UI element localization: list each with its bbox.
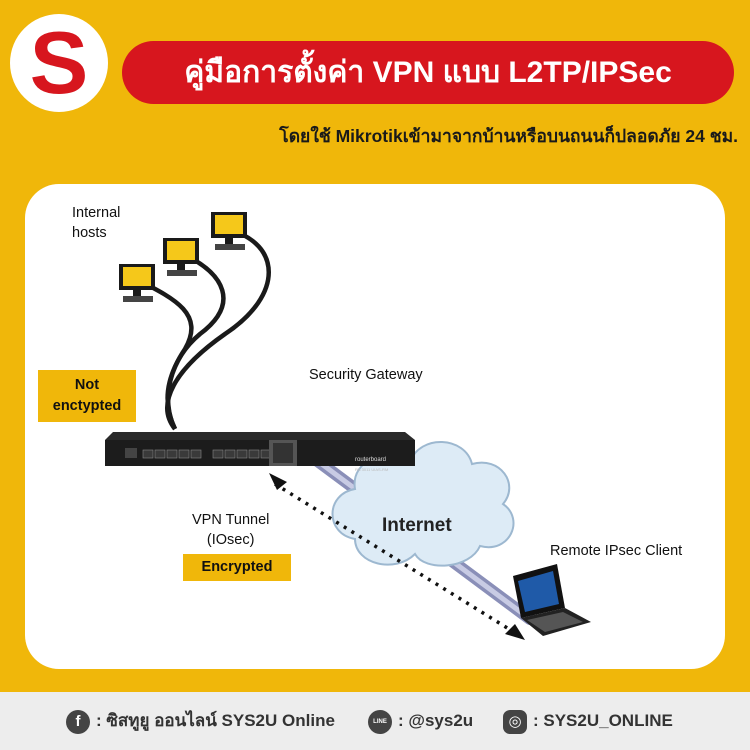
router-device <box>105 432 415 466</box>
not-encrypted-line1: Not <box>74 377 100 393</box>
host-computer-icon <box>163 238 199 276</box>
encrypted-path-arrow <box>274 482 518 636</box>
diagram-graphics <box>105 212 591 640</box>
encrypted-tag: Encrypted <box>183 554 291 581</box>
title-banner: คู่มือการตั้งค่า VPN แบบ L2TP/IPSec <box>122 41 734 104</box>
internet-cloud-icon <box>331 441 515 567</box>
facebook-handle[interactable]: : ซิสทูยู ออนไลน์ SYS2U Online <box>96 711 335 730</box>
not-encrypted-line2: enctypted <box>52 398 122 414</box>
vpn-tunnel-label: VPN Tunnel (IOsec) <box>192 510 269 550</box>
instagram-handle[interactable]: : SYS2U_ONLINE <box>533 711 673 730</box>
instagram-icon[interactable]: ◎ <box>503 710 527 734</box>
internet-label: Internet <box>382 515 452 536</box>
logo: S <box>10 14 108 112</box>
vpn-tunnel-line2: (IOsec) <box>206 532 255 548</box>
vpn-tunnel-line1: VPN Tunnel <box>192 512 270 528</box>
laptop-icon <box>513 564 591 636</box>
internal-hosts-line2: hosts <box>72 225 107 241</box>
line-handle[interactable]: : @sys2u <box>398 711 474 730</box>
logo-letter: S <box>29 13 89 112</box>
page-subtitle: โดยใช้ Mikrotikเข้ามาจากบ้านหรือบนถนนก็ป… <box>279 126 738 146</box>
host-computer-icon <box>119 264 155 302</box>
facebook-icon[interactable]: f <box>66 710 90 734</box>
cable-host-1 <box>136 277 194 430</box>
internal-hosts-label: Internal hosts <box>72 203 120 243</box>
network-diagram: routerboard RB 3011 UIAS-RM <box>25 184 725 669</box>
router-brand-label: routerboard <box>355 457 387 463</box>
host-computer-icon <box>211 212 247 250</box>
not-encrypted-tag: Not enctypted <box>38 370 136 422</box>
line-icon[interactable]: LINE <box>368 710 392 734</box>
remote-client-label: Remote IPsec Client <box>550 543 683 559</box>
footer: f : ซิสทูยู ออนไลน์ SYS2U Online LINE : … <box>0 692 750 750</box>
page-title: คู่มือการตั้งค่า VPN แบบ L2TP/IPSec <box>184 56 672 89</box>
internal-hosts-line1: Internal <box>72 205 121 221</box>
router-model-label: RB 3011 UIAS-RM <box>355 467 389 472</box>
security-gateway-label: Security Gateway <box>309 367 423 383</box>
